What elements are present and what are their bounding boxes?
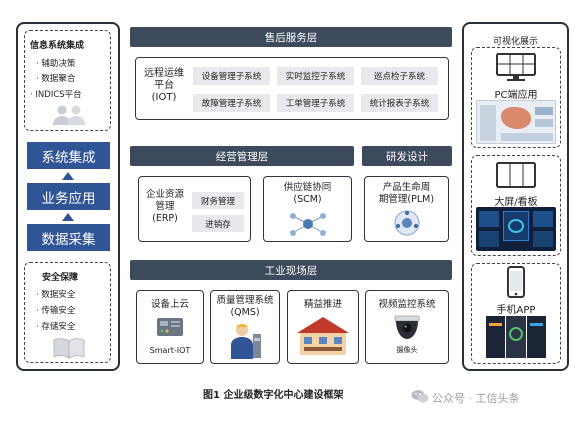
scm-label: 供应链协同 (SCM): [283, 182, 332, 205]
pc-dashboard-screenshot: [476, 100, 556, 144]
security-title: 安全保障: [42, 273, 79, 283]
iot-platform-label: 远程运维 平台 (IOT): [144, 68, 184, 103]
cloud-device-icon: [157, 318, 183, 336]
info-item: · 辅助决策: [36, 59, 76, 69]
monitor-icon: [496, 53, 536, 81]
iot-subsystem: 工单管理子系统: [277, 94, 354, 112]
users-icon: [53, 105, 85, 125]
phone-icon: [507, 266, 525, 298]
figure-caption: 图1 企业级数字化中心建设框架: [203, 390, 344, 401]
lifecycle-icon: [394, 210, 420, 236]
display-board-icon: [496, 162, 536, 188]
visualization-title: 可视化展示: [492, 37, 538, 47]
layer-business-application: 业务应用: [27, 183, 110, 210]
watermark: 公众号 · 工信头条: [432, 392, 520, 405]
field-item-label: 设备上云: [150, 299, 189, 310]
factory-icon: [297, 317, 349, 355]
smart-iot-label: Smart-IOT: [149, 346, 191, 355]
layer-system-integration: 系统集成: [27, 142, 110, 169]
field-item-label: 质量管理系统 (QMS): [216, 295, 274, 318]
network-icon: [290, 213, 326, 236]
field-item-label: 视频监控系统: [378, 299, 436, 310]
erp-label: 企业资源 管理 (ERP): [145, 189, 184, 224]
iot-subsystem: 统计报表子系统: [361, 94, 438, 112]
after-sales-layer-header: 售后服务层: [130, 27, 452, 47]
plm-label: 产品生命周 期管理(PLM): [378, 182, 435, 205]
plm-box: [364, 176, 449, 242]
layer-data-collection: 数据采集: [27, 224, 110, 251]
iot-subsystem: 巡点检子系统: [361, 67, 438, 85]
rd-layer-header: 研发设计: [362, 146, 452, 166]
field-layer-header: 工业现场层: [130, 260, 452, 280]
visual-item-label: 大屏/看板: [494, 197, 538, 208]
scm-box: [263, 176, 352, 242]
iot-subsystem: 实时监控子系统: [277, 67, 354, 85]
info-integration-title: 信息系统集成: [30, 41, 85, 51]
visual-item-label: PC端应用: [494, 90, 538, 101]
arrow-up-icon: [62, 172, 74, 180]
security-group: [24, 262, 111, 363]
info-item: · 数据聚合: [36, 74, 76, 84]
wechat-icon: [411, 390, 429, 403]
book-icon: [53, 338, 85, 359]
operation-layer-header: 经营管理层: [130, 146, 354, 166]
mobile-app-screenshot: [485, 315, 547, 359]
erp-item: 进销存: [192, 215, 244, 232]
security-item: · 传输安全: [36, 306, 76, 316]
bigscreen-dashboard-screenshot: [476, 207, 556, 251]
security-item: · 数据安全: [36, 290, 76, 300]
info-item: · INDICS平台: [30, 90, 82, 100]
iot-subsystem: 设备管理子系统: [193, 67, 270, 85]
iot-subsystem: 故障管理子系统: [193, 94, 270, 112]
field-item-label: 精益推进: [303, 299, 342, 310]
camera-icon: [394, 315, 420, 339]
erp-item: 财务管理: [192, 192, 244, 209]
camera-label: 摄像头: [396, 346, 418, 354]
security-item: · 存储安全: [36, 322, 76, 332]
inspector-icon: [231, 324, 261, 359]
arrow-up-icon: [62, 213, 74, 221]
visual-item-label: 手机APP: [496, 305, 536, 316]
info-integration-group: [24, 30, 111, 131]
